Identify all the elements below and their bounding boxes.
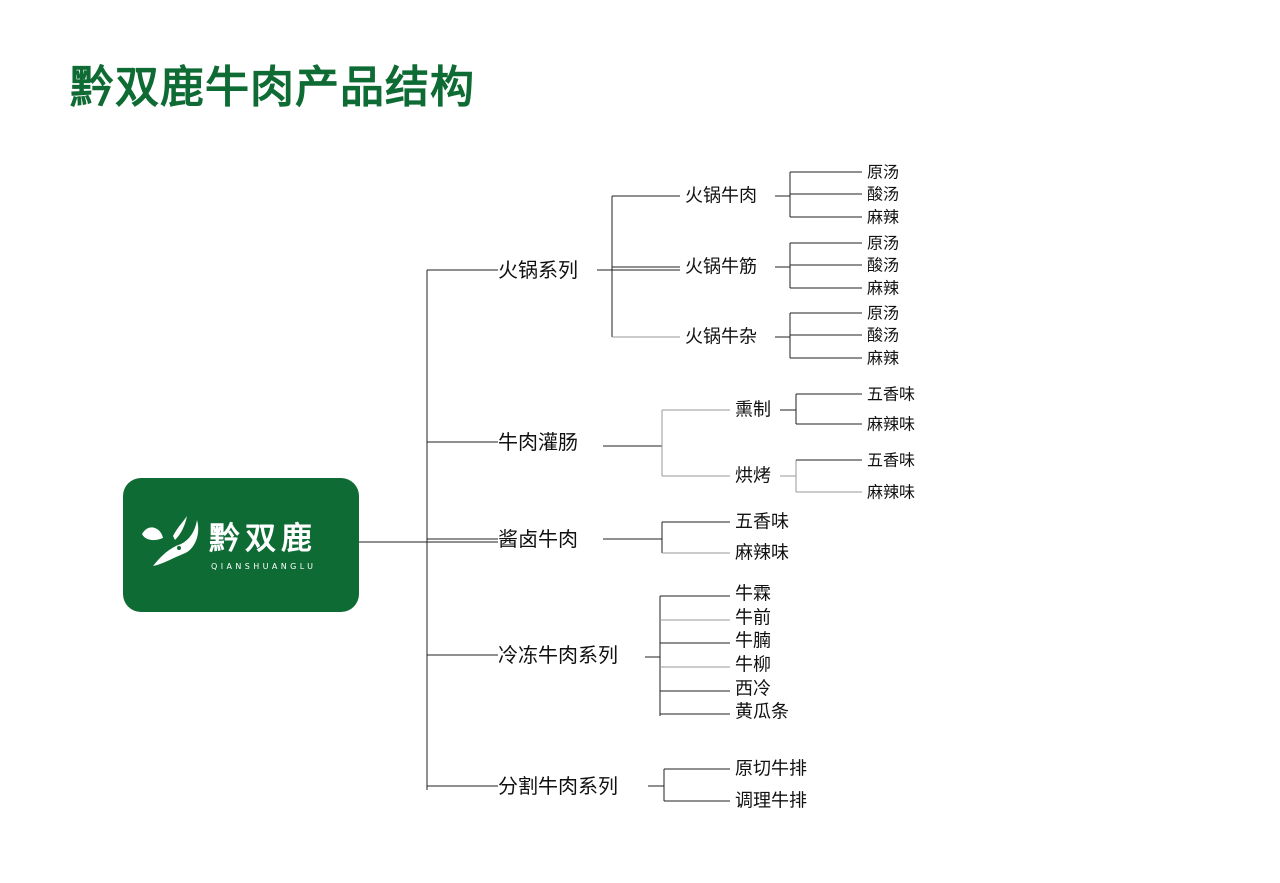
brand-logo-card: 黔双鹿 QIANSHUANGLU [123,478,359,612]
category-label: 分割牛肉系列 [498,774,618,798]
logo-brand-name: 黔双鹿 [209,521,317,557]
leaf-label: 麻辣 [867,279,899,298]
leaf-label: 牛霖 [735,584,771,605]
leaf-label: 五香味 [867,385,915,404]
antler-shape [173,516,187,540]
leaf-label: 五香味 [735,512,789,533]
category-label: 火锅系列 [498,258,578,282]
subcategory-label: 火锅牛杂 [685,327,757,348]
category-label: 冷冻牛肉系列 [498,643,618,667]
leaf-label: 原汤 [867,234,899,253]
leaf-label: 牛腩 [735,631,771,652]
subcategory-label: 火锅牛肉 [685,186,757,207]
leaf-shape [142,527,163,541]
leaf-label: 牛前 [735,608,771,629]
leaf-label: 麻辣 [867,349,899,368]
leaf-label: 麻辣味 [735,543,789,564]
leaf-label: 酸汤 [867,256,899,275]
leaf-label: 调理牛排 [735,791,807,812]
leaf-label: 酸汤 [867,326,899,345]
subcategory-label: 熏制 [735,400,771,421]
leaf-label: 麻辣味 [867,415,915,434]
logo-pinyin: QIANSHUANGLU [211,562,317,571]
leaf-label: 原汤 [867,304,899,323]
leaf-label: 五香味 [867,451,915,470]
leaf-label: 麻辣 [867,208,899,227]
leaf-label: 牛柳 [735,655,771,676]
deer-body-shape [153,520,199,566]
leaf-label: 原汤 [867,163,899,182]
category-label: 牛肉灌肠 [498,430,578,454]
leaf-label: 原切牛排 [735,759,807,780]
subcategory-label: 火锅牛筋 [685,257,757,278]
leaf-label: 西冷 [735,679,771,700]
subcategory-label: 烘烤 [735,466,771,487]
deer-antler-leaf-icon [142,516,199,566]
page-title: 黔双鹿牛肉产品结构 [70,62,475,113]
category-label: 酱卤牛肉 [498,527,578,551]
leaf-label: 酸汤 [867,185,899,204]
leaf-label: 麻辣味 [867,483,915,502]
leaf-label: 黄瓜条 [735,702,789,723]
eye-dot [177,546,181,550]
